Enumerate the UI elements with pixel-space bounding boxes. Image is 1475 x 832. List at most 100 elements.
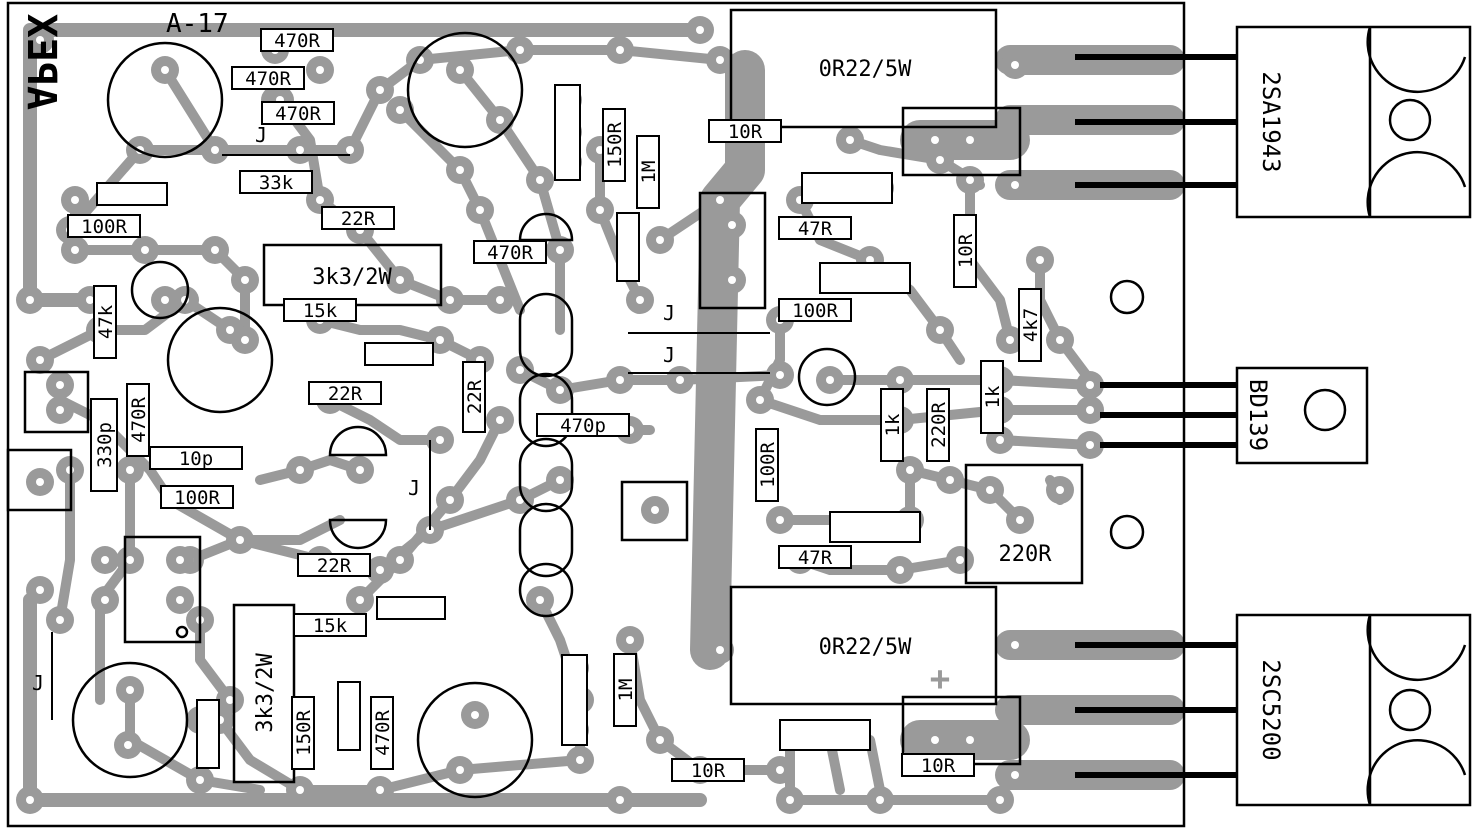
to92-transistor <box>518 437 574 513</box>
resistor-r1ka: 1k <box>880 388 904 462</box>
resistor-r47a: 47R <box>778 216 852 240</box>
trimmer-label: 220R <box>999 542 1053 567</box>
resistor-r470b: 470R <box>231 66 305 90</box>
resistor-r150b: 150R <box>291 696 315 770</box>
resistor-label: 150R <box>604 122 626 168</box>
resistor-r10a: 10R <box>708 119 782 143</box>
resistor-r100c: 100R <box>778 298 852 322</box>
resistor-label: 15k <box>313 615 348 637</box>
resistor-label: 470R <box>487 242 533 264</box>
resistor-r330p: 330p <box>90 398 118 492</box>
resistor-r1mb: 1M <box>613 653 637 727</box>
resistor-label: 22R <box>317 555 352 577</box>
resistor-r22b: 22R <box>308 381 382 405</box>
resistor-label: 47R <box>798 547 833 569</box>
to92-transistor <box>518 212 574 242</box>
resistor-r470p: 470p <box>536 413 630 437</box>
resistor-r220: 220R <box>926 388 950 462</box>
emitter-resistor-bottom <box>729 585 998 706</box>
resistor-label: 15k <box>303 300 338 322</box>
resistor-label: 1k <box>982 385 1004 408</box>
electrolytic-cap <box>106 41 224 159</box>
mounting-hole <box>1109 514 1145 550</box>
to92-transistor <box>328 425 388 457</box>
resistor-r10b: 10R <box>953 214 977 288</box>
resistor-label: 1M <box>615 679 637 702</box>
electrolytic-cap <box>416 681 534 799</box>
resistor-label: 47R <box>798 218 833 240</box>
resistor-label: 10R <box>728 121 763 143</box>
resistor-r470d: 470R <box>473 240 547 264</box>
to92-transistor <box>518 292 574 378</box>
resistor-r470c: 470R <box>261 101 335 125</box>
electrolytic-cap <box>797 347 857 407</box>
jumper-label: J <box>663 301 675 325</box>
resistor-r100a: 100R <box>67 214 141 238</box>
transistor-bottom-label: 2SC5200 <box>1257 659 1285 760</box>
resistor-r4k7: 4k7 <box>1018 288 1042 362</box>
to92-transistor <box>328 518 388 550</box>
resistor-r22d: 22R <box>462 361 486 433</box>
jumper-label: J <box>32 671 44 695</box>
power-resistor-bottom-label: 3k3/2W <box>253 653 278 733</box>
resistor-label: 330p <box>94 422 116 468</box>
dip-ic <box>123 535 202 644</box>
electrolytic-cap <box>406 31 524 149</box>
resistor-r470f: 470R <box>370 696 394 770</box>
emitter-resistor-top <box>729 8 998 129</box>
power-resistor-bottom <box>232 603 296 784</box>
power-resistor-top-label: 3k3/2W <box>312 265 392 290</box>
brand-logo: APEX <box>18 14 64 110</box>
resistor-r470e: 470R <box>126 383 150 457</box>
resistor-r15a: 15k <box>283 298 357 322</box>
resistor-label: 22R <box>328 383 363 405</box>
transistor-top-label: 2SA1943 <box>1257 71 1285 172</box>
resistor-label: 10R <box>691 760 726 782</box>
polarity-mark: + <box>930 659 950 699</box>
resistor-label: 100R <box>81 216 127 238</box>
board-model: A-17 <box>166 9 229 39</box>
electrolytic-cap <box>130 260 190 320</box>
resistor-label: 10p <box>179 448 213 470</box>
resistor-r470a: 470R <box>260 28 334 52</box>
resistor-label: 220R <box>928 402 950 448</box>
power-connector <box>698 191 767 310</box>
resistor-label: 1k <box>882 413 904 436</box>
resistor-label: 100R <box>757 442 779 488</box>
resistor-label: 1M <box>638 161 660 184</box>
labeled-resistors: 470R 470R 470R 33k 100R 22R 470R 15k 22R 22R 10p 10… <box>67 28 1042 782</box>
jumper-label: J <box>408 476 420 500</box>
ground-connector <box>6 448 73 512</box>
electrolytic-cap <box>166 306 274 414</box>
trimmer-outline <box>964 463 1084 585</box>
resistor-r10c: 10R <box>671 758 745 782</box>
resistor-label: 10R <box>921 755 956 777</box>
resistor-r1ma: 1M <box>636 135 660 209</box>
resistor-r47k: 47k <box>93 285 117 359</box>
electrolytic-cap <box>71 661 189 779</box>
resistor-label: 470R <box>372 710 394 756</box>
transistor-middle-label: BD139 <box>1244 379 1272 451</box>
emitter-resistor-top-label: 0R22/5W <box>819 57 912 82</box>
resistor-label: 470p <box>560 415 606 437</box>
resistor-r100b: 100R <box>160 485 234 509</box>
resistor-r10d: 10R <box>901 753 975 777</box>
to92-transistor <box>518 562 574 618</box>
resistor-label: 4k7 <box>1020 308 1042 342</box>
jumper-label: J <box>255 123 267 147</box>
resistor-label: 33k <box>259 172 294 194</box>
board-labels: A-17 APEX J J J J J 0R22/5W 0R22/5W 220R… <box>18 9 1285 761</box>
resistor-r33k: 33k <box>239 170 313 194</box>
resistor-label: 10R <box>955 233 977 268</box>
resistor-r100d: 100R <box>755 428 779 502</box>
resistor-r22a: 22R <box>321 206 395 230</box>
jumper-label: J <box>663 343 675 367</box>
resistor-r22c: 22R <box>297 553 371 577</box>
resistor-label: 470R <box>245 68 291 90</box>
resistor-r150a: 150R <box>602 108 626 182</box>
resistor-label: 22R <box>464 379 486 414</box>
resistor-label: 470R <box>128 397 150 443</box>
ic-pin1-mark <box>175 625 189 639</box>
transistor-legs <box>1075 54 1237 778</box>
